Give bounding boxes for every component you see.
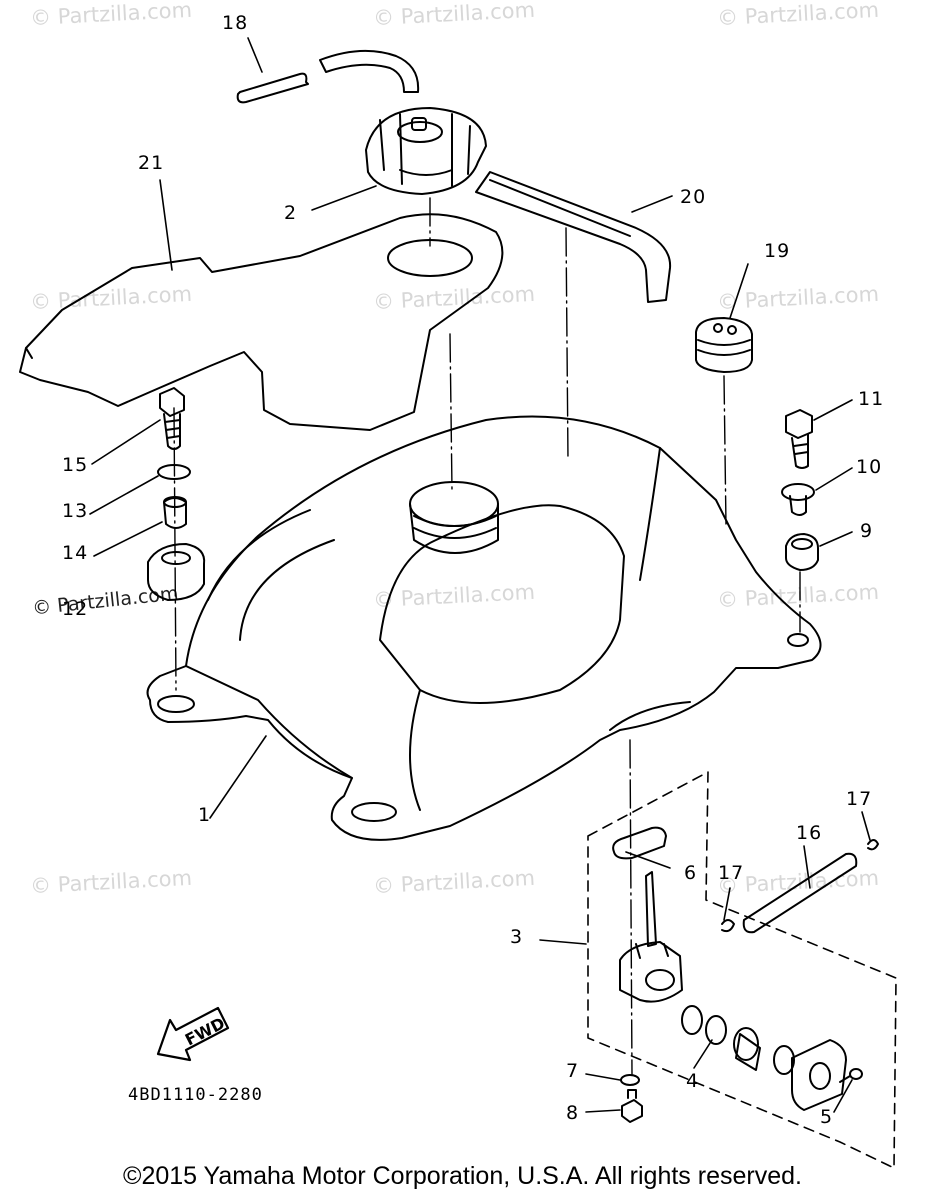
bolt-15 xyxy=(159,387,185,450)
drain-screw-8 xyxy=(621,1089,643,1123)
clip-17b xyxy=(721,919,735,933)
lever-cock xyxy=(733,1027,761,1071)
fwd-arrow-icon xyxy=(156,1006,230,1062)
callout-5: 5 xyxy=(820,1106,834,1128)
clip-17a xyxy=(867,839,879,851)
callout-21: 21 xyxy=(138,152,165,174)
o-ring-4b xyxy=(705,1015,727,1045)
callout-6: 6 xyxy=(684,862,698,884)
fuel-cock-3 xyxy=(619,871,683,1003)
tank-pad xyxy=(475,171,672,303)
fuel-cock-group-box xyxy=(587,771,897,1169)
callout-7: 7 xyxy=(566,1060,580,1082)
o-ring-4a xyxy=(681,1005,703,1035)
damper-19 xyxy=(695,317,753,373)
cock-seal xyxy=(773,1045,795,1075)
callout-11: 11 xyxy=(858,388,885,410)
bolt-11 xyxy=(785,409,813,469)
damper-12 xyxy=(147,543,206,601)
callout-17-mid: 17 xyxy=(718,862,745,884)
copyright-notice: ©2015 Yamaha Motor Corporation, U.S.A. A… xyxy=(123,1162,802,1190)
fuel-cap xyxy=(365,107,487,195)
callout-1: 1 xyxy=(198,804,212,826)
callout-14: 14 xyxy=(62,542,89,564)
callout-12: 12 xyxy=(62,598,89,620)
diagram-code: 4BD1110-2280 xyxy=(128,1085,263,1105)
fuel-tank xyxy=(146,415,822,841)
cock-plate xyxy=(791,1039,847,1111)
callout-9: 9 xyxy=(860,520,874,542)
callout-17-top: 17 xyxy=(846,788,873,810)
callout-16: 16 xyxy=(796,822,823,844)
callout-19: 19 xyxy=(764,240,791,262)
callout-8: 8 xyxy=(566,1102,580,1124)
assembly-guide-lines xyxy=(173,197,801,1075)
callout-13: 13 xyxy=(62,500,89,522)
fuel-hose-16 xyxy=(742,852,858,934)
screw-5 xyxy=(839,1068,863,1083)
callout-18: 18 xyxy=(222,12,249,34)
plate-hole xyxy=(809,1062,831,1090)
breather-hose xyxy=(236,49,420,104)
callout-10: 10 xyxy=(856,456,883,478)
leader-lines xyxy=(89,37,871,1113)
callout-15: 15 xyxy=(62,454,89,476)
collar-10 xyxy=(781,483,815,516)
callout-4: 4 xyxy=(686,1070,700,1092)
callout-3: 3 xyxy=(510,926,524,948)
washer-7 xyxy=(620,1074,640,1086)
callout-2: 2 xyxy=(284,202,298,224)
callout-20: 20 xyxy=(680,186,707,208)
gasket-6 xyxy=(612,826,667,860)
damper-9 xyxy=(785,533,819,571)
